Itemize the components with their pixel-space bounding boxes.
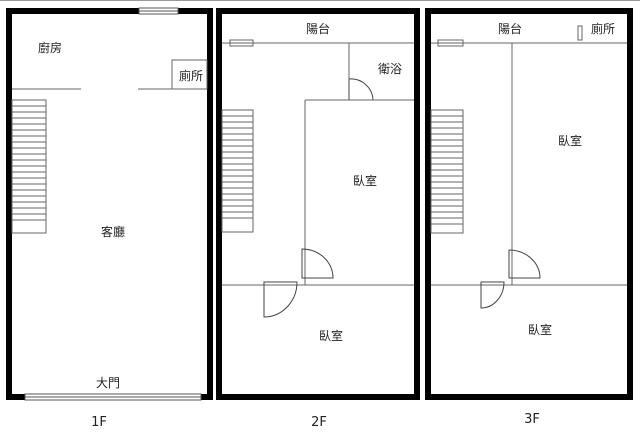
window-2f <box>229 39 254 47</box>
stair-outline <box>221 109 254 233</box>
stairs-1f <box>11 99 47 234</box>
floor-2f: 陽台 衛浴 臥室 臥室 2F <box>216 8 420 430</box>
door-bathroom[interactable] <box>348 78 374 101</box>
toilet-box-1f <box>171 59 208 90</box>
door-bedroom-lower[interactable] <box>263 281 298 318</box>
door-bedroom-upper[interactable] <box>508 249 541 279</box>
room-label-living: 客廳 <box>101 224 125 239</box>
room-label-toilet: 廁所 <box>591 21 615 36</box>
room-label-balcony: 陽台 <box>306 21 330 36</box>
room-label-bathroom: 衛浴 <box>378 62 402 76</box>
floor-label-1f: 1F <box>91 415 107 430</box>
room-label-bedroom: 臥室 <box>558 133 582 148</box>
stair-outline <box>430 109 464 234</box>
room-label-bedroom: 臥室 <box>353 173 377 188</box>
outer-wall-3f <box>425 8 633 400</box>
room-label-balcony: 陽台 <box>498 21 522 36</box>
toilet-partition <box>577 25 583 41</box>
room-label-bedroom: 臥室 <box>528 322 552 337</box>
outer-wall-2f <box>216 8 420 400</box>
floor-1f: 廚房 廁所 客廳 大門 1F <box>6 7 213 430</box>
room-label-bedroom: 臥室 <box>319 328 343 343</box>
stairs-2f <box>221 109 254 233</box>
room-label-entrance: 大門 <box>96 376 120 390</box>
floor-label-2f: 2F <box>311 415 327 430</box>
door-bedroom-lower[interactable] <box>480 281 505 309</box>
room-label-kitchen: 廚房 <box>38 40 62 55</box>
room-label-toilet: 廁所 <box>179 68 203 83</box>
window-3f <box>437 39 464 47</box>
floor-3f: 陽台 廁所 臥室 臥室 3F <box>425 8 633 427</box>
floor-label-3f: 3F <box>524 412 540 427</box>
stairs-3f <box>430 109 464 234</box>
door-bedroom-upper[interactable] <box>301 248 334 279</box>
